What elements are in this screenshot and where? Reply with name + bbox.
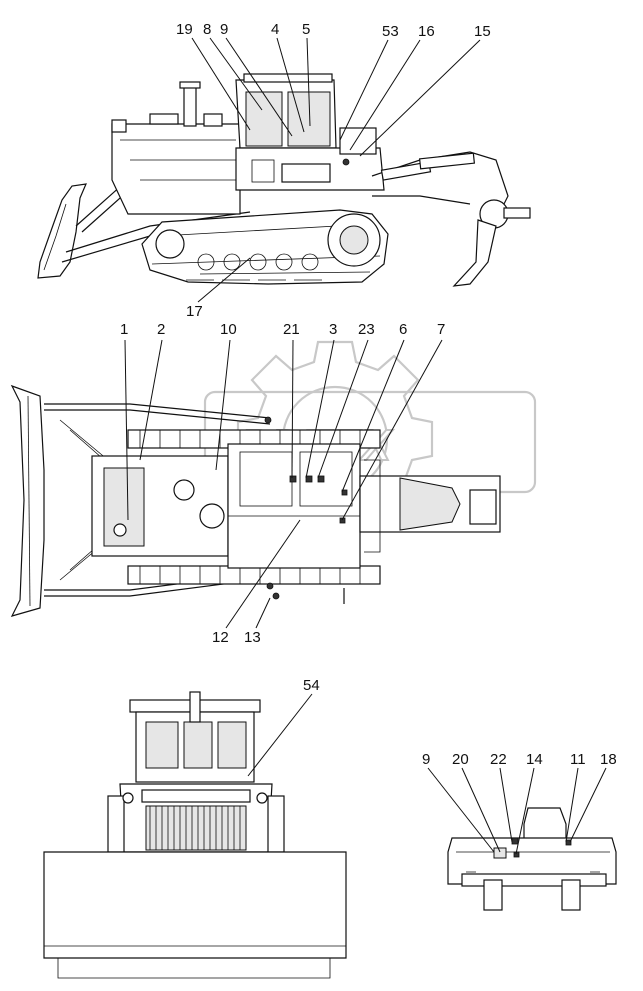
- side-view-callouts: 19 8 9 4 5 53 16 15 17: [176, 21, 491, 320]
- callout-label: 11: [570, 751, 586, 768]
- side-track: [141, 209, 389, 285]
- side-ripper-frame: [371, 151, 509, 217]
- callout-label: 12: [212, 629, 229, 646]
- callout-label: 8: [203, 21, 211, 38]
- rear-view-callouts: 9 20 22 14 11 18: [422, 751, 617, 855]
- callout-label: 13: [244, 629, 261, 646]
- callout-label: 9: [422, 751, 430, 768]
- front-view: [43, 691, 347, 979]
- front-radiator-grille: [145, 805, 247, 851]
- callout-label: 23: [358, 321, 375, 338]
- callout-label: 18: [600, 751, 617, 768]
- callout-label: 21: [283, 321, 300, 338]
- callout-label: 22: [490, 751, 507, 768]
- callout-label: 4: [271, 21, 279, 38]
- callout-label: 1: [120, 321, 128, 338]
- rear-deck: [447, 837, 617, 885]
- callout-label: 16: [418, 23, 435, 40]
- callout-label: 6: [399, 321, 407, 338]
- side-hood: [111, 123, 241, 215]
- side-view: [37, 73, 531, 287]
- callout-label: 14: [526, 751, 543, 768]
- rear-track-left: [483, 879, 503, 911]
- side-exhaust-stack: [183, 85, 197, 127]
- callout-label: 7: [437, 321, 445, 338]
- top-fan-cover: [173, 479, 195, 501]
- callout-label: 20: [452, 751, 469, 768]
- rear-track-right: [561, 879, 581, 911]
- callout-label: 19: [176, 21, 193, 38]
- callout-label: 54: [303, 677, 320, 694]
- rear-view: [447, 807, 617, 911]
- top-view: [10, 384, 501, 617]
- callout-label: 9: [220, 21, 228, 38]
- top-blade: [10, 384, 45, 617]
- front-view-callouts: 54: [247, 677, 320, 777]
- callout-label: 15: [474, 23, 491, 40]
- callout-label: 5: [302, 21, 310, 38]
- side-blade: [37, 183, 87, 279]
- top-view-callouts: 1 2 10 21 3 23 6 7 12 13: [120, 321, 445, 646]
- callout-label: 10: [220, 321, 237, 338]
- front-blade: [43, 851, 347, 959]
- callout-label: 17: [186, 303, 203, 320]
- side-ripper-shank: [452, 219, 497, 287]
- callout-label: 2: [157, 321, 165, 338]
- callout-label: 3: [329, 321, 337, 338]
- callout-label: 53: [382, 23, 399, 40]
- top-track-lower: [127, 565, 381, 585]
